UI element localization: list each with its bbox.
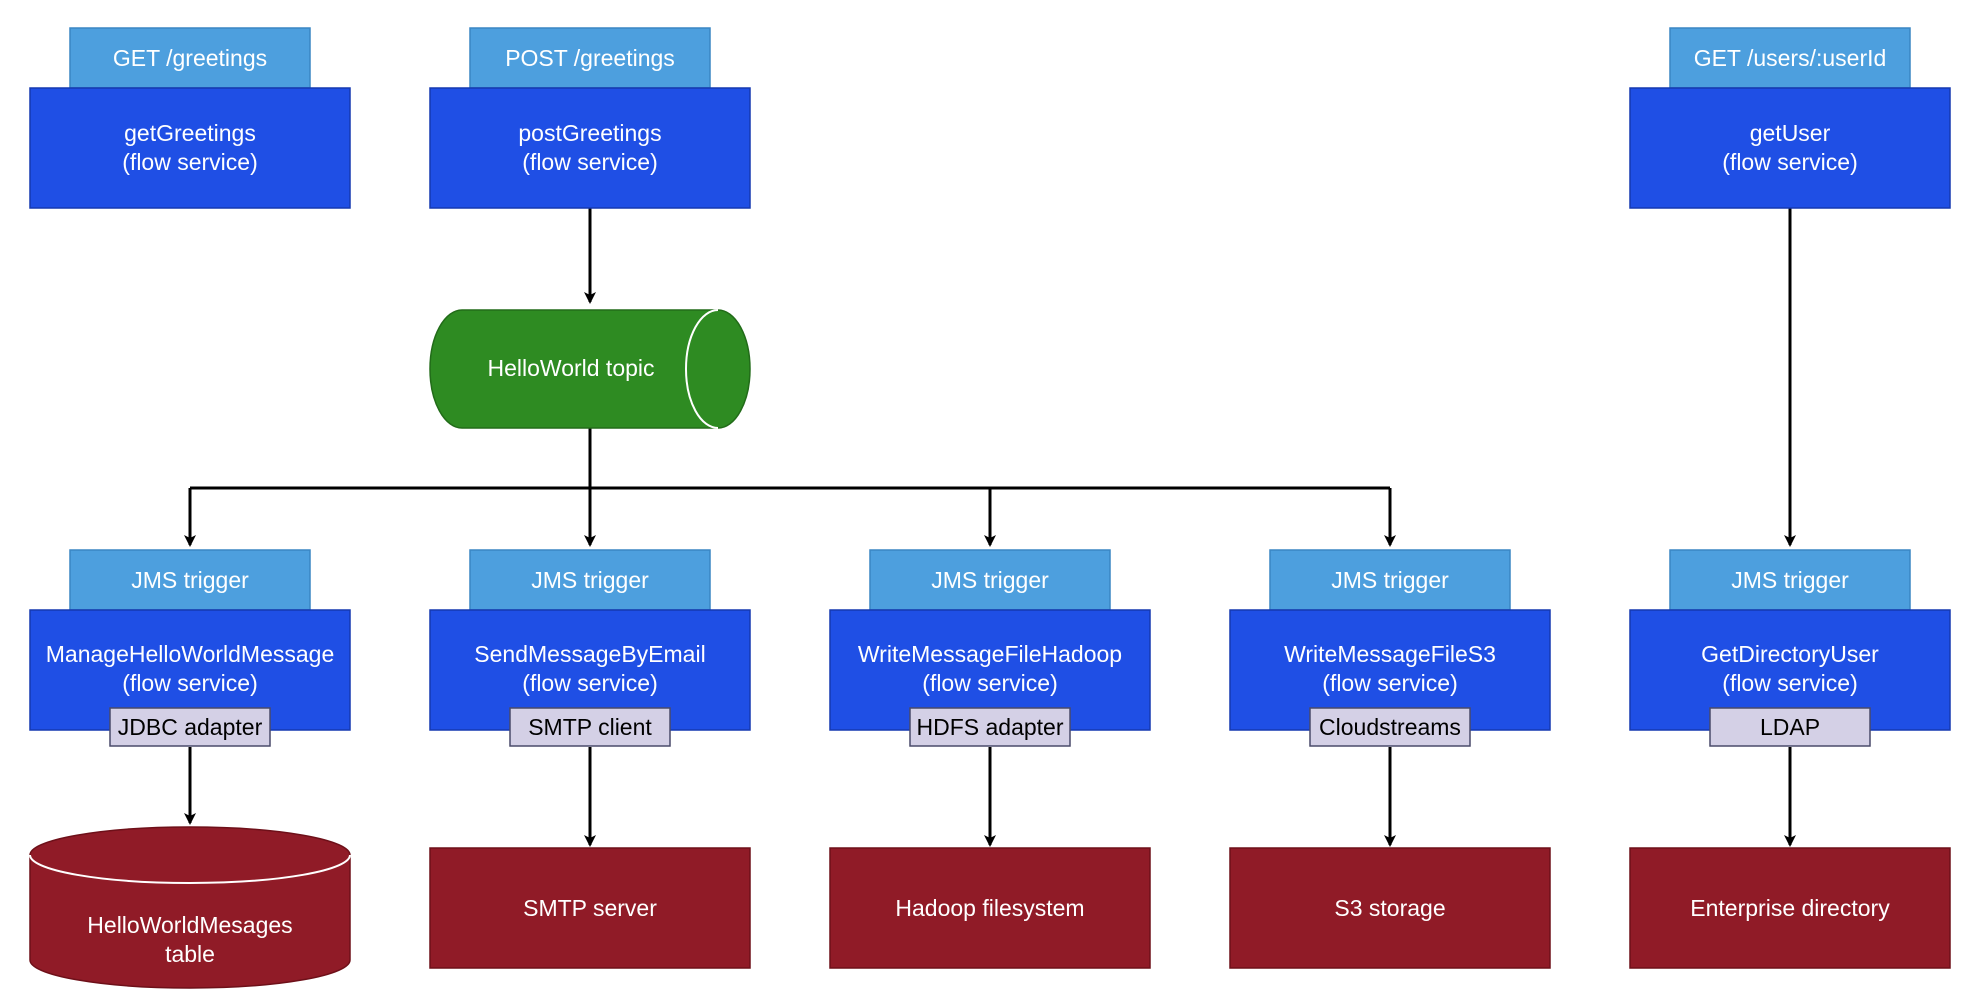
- trigger-tab: [869, 549, 1111, 611]
- adapter-tag: [909, 707, 1071, 747]
- node-write-s3[interactable]: JMS trigger WriteMessageFileS3 (flow ser…: [1229, 549, 1551, 747]
- service-kind: (flow service): [522, 149, 657, 175]
- target-label: S3 storage: [1334, 895, 1445, 921]
- service-name: postGreetings: [518, 120, 661, 146]
- node-manage-message[interactable]: JMS trigger ManageHelloWorldMessage (flo…: [29, 549, 351, 747]
- service-box: [29, 87, 351, 209]
- service-name: ManageHelloWorldMessage: [46, 641, 335, 667]
- service-kind: (flow service): [1722, 670, 1857, 696]
- topic-cylinder-end: [685, 309, 719, 429]
- target-label: SMTP server: [523, 895, 657, 921]
- endpoint-label: GET /greetings: [113, 45, 267, 71]
- service-name: WriteMessageFileS3: [1284, 641, 1496, 667]
- node-send-email[interactable]: JMS trigger SendMessageByEmail (flow ser…: [429, 549, 751, 747]
- database-cylinder-icon: [29, 826, 351, 989]
- endpoint-tab: [1669, 27, 1911, 89]
- service-box: [1629, 87, 1951, 209]
- target-box: [829, 847, 1151, 969]
- adapter-tag: [109, 707, 271, 747]
- trigger-tab: [69, 549, 311, 611]
- service-box: [429, 609, 751, 731]
- node-get-greetings[interactable]: GET /greetings getGreetings (flow servic…: [29, 27, 351, 209]
- endpoint-tab: [69, 27, 311, 89]
- target-smtp-server[interactable]: SMTP server: [429, 847, 751, 969]
- service-name: GetDirectoryUser: [1701, 641, 1879, 667]
- target-box: [429, 847, 751, 969]
- trigger-label: JMS trigger: [931, 567, 1049, 593]
- service-kind: (flow service): [922, 670, 1057, 696]
- adapter-label: JDBC adapter: [118, 714, 263, 740]
- target-box: [1229, 847, 1551, 969]
- target-helloworld-table[interactable]: HelloWorldMesages table: [29, 826, 351, 989]
- edges: [184, 208, 1796, 847]
- adapter-label: LDAP: [1760, 714, 1820, 740]
- target-label-line2: table: [165, 941, 215, 967]
- trigger-tab: [1269, 549, 1511, 611]
- node-helloworld-topic[interactable]: HelloWorld topic: [429, 309, 751, 429]
- service-name: SendMessageByEmail: [474, 641, 705, 667]
- target-s3-storage[interactable]: S3 storage: [1229, 847, 1551, 969]
- adapter-tag: [1709, 707, 1871, 747]
- endpoint-label: POST /greetings: [505, 45, 675, 71]
- node-write-hadoop[interactable]: JMS trigger WriteMessageFileHadoop (flow…: [829, 549, 1151, 747]
- service-name: getUser: [1750, 120, 1831, 146]
- target-label-line1: HelloWorldMesages: [87, 912, 292, 938]
- service-name: WriteMessageFileHadoop: [858, 641, 1122, 667]
- node-get-user[interactable]: GET /users/:userId getUser (flow service…: [1629, 27, 1951, 209]
- service-name: getGreetings: [124, 120, 256, 146]
- target-hadoop-filesystem[interactable]: Hadoop filesystem: [829, 847, 1151, 969]
- service-kind: (flow service): [122, 149, 257, 175]
- target-box: [1629, 847, 1951, 969]
- target-label: Hadoop filesystem: [895, 895, 1084, 921]
- topic-label: HelloWorld topic: [487, 355, 654, 381]
- node-post-greetings[interactable]: POST /greetings postGreetings (flow serv…: [429, 27, 751, 209]
- endpoint-label: GET /users/:userId: [1694, 45, 1887, 71]
- trigger-tab: [1669, 549, 1911, 611]
- adapter-label: Cloudstreams: [1319, 714, 1461, 740]
- trigger-label: JMS trigger: [131, 567, 249, 593]
- adapter-tag: [509, 707, 671, 747]
- adapter-tag: [1309, 707, 1471, 747]
- node-get-directory-user[interactable]: JMS trigger GetDirectoryUser (flow servi…: [1629, 549, 1951, 747]
- target-label: Enterprise directory: [1690, 895, 1890, 921]
- target-enterprise-directory[interactable]: Enterprise directory: [1629, 847, 1951, 969]
- trigger-label: JMS trigger: [1731, 567, 1849, 593]
- service-kind: (flow service): [522, 670, 657, 696]
- database-cylinder-rim: [29, 854, 351, 884]
- adapter-label: HDFS adapter: [916, 714, 1063, 740]
- adapter-label: SMTP client: [528, 714, 652, 740]
- service-kind: (flow service): [122, 670, 257, 696]
- trigger-label: JMS trigger: [531, 567, 649, 593]
- service-kind: (flow service): [1722, 149, 1857, 175]
- trigger-label: JMS trigger: [1331, 567, 1449, 593]
- service-kind: (flow service): [1322, 670, 1457, 696]
- service-box: [429, 87, 751, 209]
